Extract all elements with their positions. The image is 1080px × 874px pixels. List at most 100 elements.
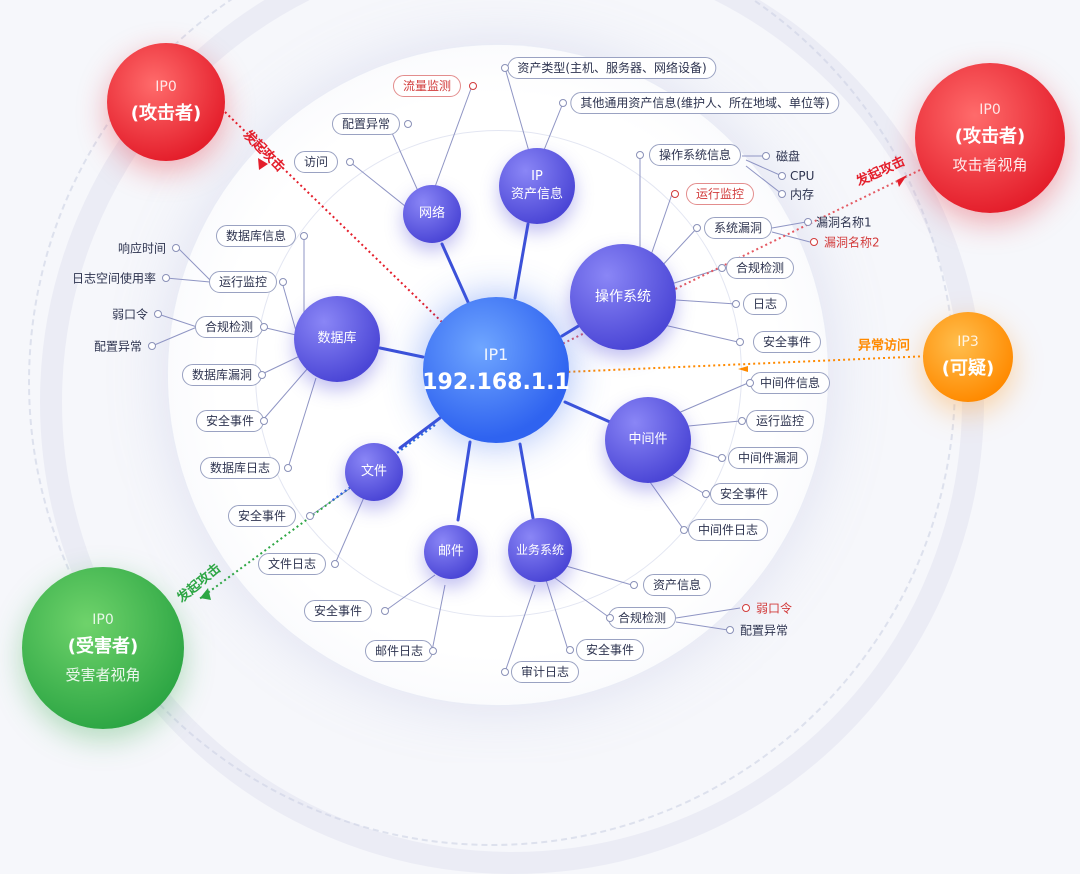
attacker-left-role: (攻击者): [130, 103, 202, 124]
node-dot: [742, 604, 750, 612]
node-dot: [671, 190, 679, 198]
leaf-mail-event[interactable]: 安全事件: [303, 600, 373, 622]
leaf-os-log[interactable]: 日志: [742, 293, 788, 315]
leaf-os-vuln1: 漏洞名称1: [816, 215, 872, 230]
node-dot: [726, 626, 734, 634]
node-dot: [346, 158, 354, 166]
leaf-os-vuln2: 漏洞名称2: [824, 235, 880, 250]
node-dot: [162, 274, 170, 282]
suspect-node[interactable]: IP3 (可疑): [923, 312, 1013, 402]
leaf-file-event[interactable]: 安全事件: [227, 505, 297, 527]
node-dot: [746, 379, 754, 387]
leaf-network-access[interactable]: 访问: [293, 151, 339, 173]
spoke-mail: [456, 440, 472, 522]
leaf-biz-event[interactable]: 安全事件: [575, 639, 645, 661]
node-dot: [762, 152, 770, 160]
victim-ip: IP0: [92, 611, 114, 628]
attacker-left-ip: IP0: [155, 79, 177, 95]
node-dot: [778, 172, 786, 180]
victim-node[interactable]: IP0 (受害者) 受害者视角: [22, 567, 184, 729]
attacker-left-node[interactable]: IP0 (攻击者): [107, 43, 225, 161]
node-dot: [718, 454, 726, 462]
leaf-os-event[interactable]: 安全事件: [752, 331, 822, 353]
leaf-biz-compliance[interactable]: 合规检测: [607, 607, 677, 629]
leaf-db-event[interactable]: 安全事件: [195, 410, 265, 432]
leaf-mw-vuln[interactable]: 中间件漏洞: [727, 447, 809, 469]
leaf-asset-other[interactable]: 其他通用资产信息(维护人、所在地域、单位等): [570, 92, 840, 114]
leaf-db-vuln[interactable]: 数据库漏洞: [181, 364, 263, 386]
node-dot: [636, 151, 644, 159]
node-dot: [469, 82, 477, 90]
hub-os-label: 操作系统: [595, 289, 651, 305]
node-dot: [810, 238, 818, 246]
arrow-abnormal: [738, 366, 748, 372]
arrow-victim: [200, 588, 211, 600]
hub-middleware[interactable]: 中间件: [605, 397, 691, 483]
node-dot: [736, 338, 744, 346]
victim-view: 受害者视角: [65, 665, 141, 684]
leaf-biz-asset[interactable]: 资产信息: [642, 574, 712, 596]
leaf-db-response: 响应时间: [117, 241, 166, 256]
node-dot: [429, 647, 437, 655]
spoke-business: [518, 442, 535, 520]
hub-database[interactable]: 数据库: [294, 296, 380, 382]
hub-database-label: 数据库: [317, 331, 357, 346]
node-dot: [738, 417, 746, 425]
leaf-connectors: [151, 67, 811, 673]
hub-file-label: 文件: [360, 464, 387, 479]
leaf-biz-config: 配置异常: [740, 623, 789, 638]
node-dot: [702, 490, 710, 498]
leaf-network-config[interactable]: 配置异常: [331, 113, 401, 135]
edge-label-abnormal: 异常访问: [857, 338, 911, 354]
hub-ip-asset[interactable]: IP 资产信息: [499, 148, 575, 224]
hub-mail[interactable]: 邮件: [424, 525, 478, 579]
hub-network[interactable]: 网络: [403, 185, 461, 243]
leaf-mw-event[interactable]: 安全事件: [709, 483, 779, 505]
leaf-os-compliance[interactable]: 合规检测: [725, 257, 795, 279]
node-dot: [284, 464, 292, 472]
leaf-network-traffic[interactable]: 流量监测: [392, 75, 462, 97]
hub-business[interactable]: 业务系统: [508, 518, 572, 582]
leaf-mw-monitor[interactable]: 运行监控: [745, 410, 815, 432]
leaf-db-compliance[interactable]: 合规检测: [194, 316, 264, 338]
arrow-left: [258, 158, 268, 170]
hub-ip-asset-label: IP 资产信息: [510, 169, 563, 202]
leaf-file-log[interactable]: 文件日志: [257, 553, 327, 575]
leaf-db-log[interactable]: 数据库日志: [199, 457, 281, 479]
node-dot: [718, 264, 726, 272]
spoke-middleware: [563, 400, 612, 424]
hub-mail-label: 邮件: [437, 544, 464, 559]
abnormal-line: [564, 355, 931, 373]
center-host-node[interactable]: IP1 192.168.1.1: [422, 297, 570, 443]
leaf-db-weakpwd: 弱口令: [111, 307, 148, 322]
node-dot: [279, 278, 287, 286]
attacker-right-ip: IP0: [979, 101, 1001, 118]
node-dot: [300, 232, 308, 240]
node-dot: [148, 342, 156, 350]
leaf-biz-audit[interactable]: 审计日志: [510, 661, 580, 683]
hub-file[interactable]: 文件: [345, 443, 403, 501]
node-dot: [630, 581, 638, 589]
leaf-db-info[interactable]: 数据库信息: [215, 225, 297, 247]
leaf-mw-log[interactable]: 中间件日志: [687, 519, 769, 541]
leaf-mw-info[interactable]: 中间件信息: [749, 372, 831, 394]
node-dot: [778, 190, 786, 198]
leaf-db-monitor[interactable]: 运行监控: [208, 271, 278, 293]
leaf-mail-log[interactable]: 邮件日志: [364, 640, 434, 662]
spoke-network: [440, 242, 470, 304]
spoke-database: [378, 346, 425, 359]
hub-os[interactable]: 操作系统: [570, 244, 676, 350]
node-dot: [154, 310, 162, 318]
leaf-os-info[interactable]: 操作系统信息: [648, 144, 742, 166]
leaf-os-monitor[interactable]: 运行监控: [685, 183, 755, 205]
leaf-os-vuln[interactable]: 系统漏洞: [703, 217, 773, 239]
victim-role: (受害者): [67, 635, 139, 657]
leaf-asset-type[interactable]: 资产类型(主机、服务器、网络设备): [507, 57, 717, 79]
node-dot: [404, 120, 412, 128]
suspect-ip: IP3: [957, 334, 979, 350]
node-dot: [260, 417, 268, 425]
attacker-right-node[interactable]: IP0 (攻击者) 攻击者视角: [915, 63, 1065, 213]
hub-middleware-label: 中间件: [628, 432, 668, 447]
spoke-file: [398, 416, 442, 450]
leaf-biz-weakpwd: 弱口令: [756, 601, 793, 616]
